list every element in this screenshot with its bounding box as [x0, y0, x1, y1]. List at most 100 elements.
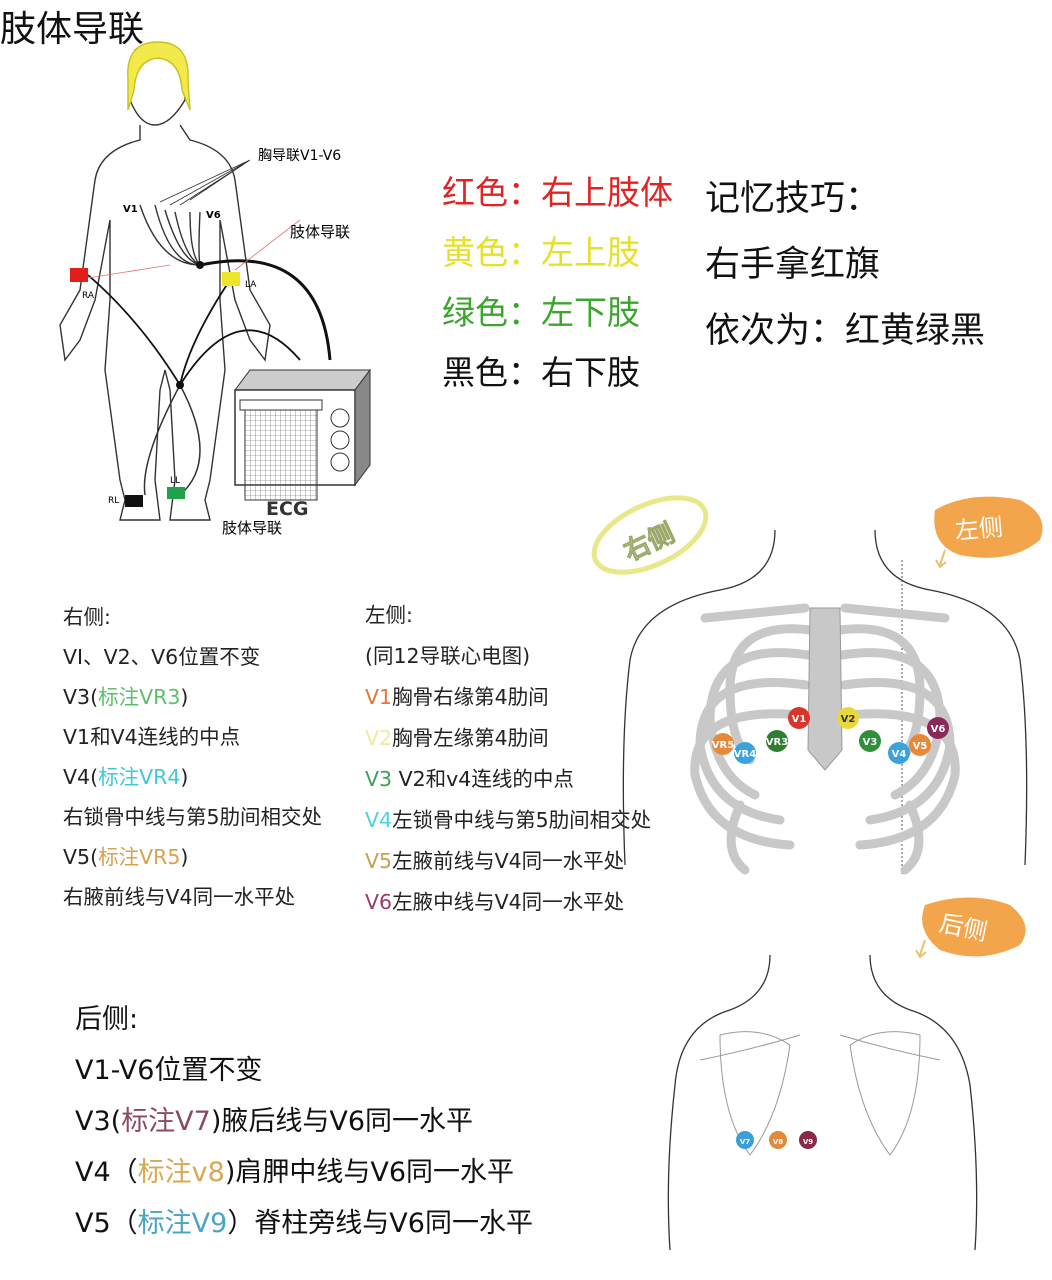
legend-line: 绿色：左下肢: [442, 286, 640, 334]
legend-segment: 绿色：: [442, 293, 541, 332]
right-side-line: 右侧:: [63, 600, 111, 630]
svg-text:VR4: VR4: [734, 749, 756, 760]
tip-line: 右手拿红旗: [705, 245, 881, 285]
back-badge: 后侧: [915, 897, 1026, 959]
ra-electrode: [70, 268, 88, 282]
tip-line: 依次为：红黄绿黑: [705, 311, 986, 351]
ecg-machine: [234, 368, 371, 501]
back-segment: V4（: [75, 1157, 138, 1188]
legend-segment: 右下肢: [541, 353, 640, 392]
rl-label: RL: [108, 496, 119, 506]
rl-electrode: [125, 495, 143, 507]
electrode-v1: V1: [788, 707, 810, 729]
right-side-line: VI、V2、V6位置不变: [63, 640, 260, 670]
left-side-segment: V5: [365, 849, 393, 873]
left-side-segment: V1: [365, 685, 393, 709]
back-line: V1-V6位置不变: [75, 1048, 262, 1087]
right-side-segment: 右侧:: [63, 605, 111, 629]
back-segment: ）脊柱旁线与V6同一水平: [227, 1208, 533, 1239]
electrode-v3: V3: [859, 730, 881, 752]
electrode-v8: V8: [769, 1131, 787, 1149]
electrode-v4: V4: [888, 742, 910, 764]
tip-line: 记忆技巧：: [705, 179, 881, 219]
right-side-segment: V4(: [63, 765, 99, 789]
limb-leads-label-bottom: 肢体导联: [222, 519, 282, 537]
left-side-segment: 左侧:: [365, 603, 413, 627]
svg-text:V9: V9: [803, 1138, 813, 1146]
left-side-segment: V4: [365, 808, 393, 832]
ra-label: RA: [82, 291, 95, 301]
back-line: V5（标注V9）脊柱旁线与V6同一水平: [75, 1201, 533, 1240]
back-segment: V5（: [75, 1208, 138, 1239]
legend-line: 黑色：右下肢: [442, 346, 640, 394]
back-segment: V1-V6位置不变: [75, 1055, 263, 1086]
right-side-segment: ): [180, 845, 189, 869]
left-side-segment: 左锁骨中线与第5肋间相交处: [392, 808, 652, 832]
ll-label: LL: [170, 476, 180, 486]
la-electrode: [222, 272, 240, 286]
limb-lead-figure: 胸导联V1-V6 肢体导联 肢体导联 V1 V6 RA LA RL LL ECG: [59, 41, 371, 537]
right-side-segment: 标注VR3: [98, 685, 181, 709]
svg-text:V1: V1: [792, 714, 807, 725]
electrode-v5: V5: [909, 734, 931, 756]
left-side-line: 左侧:: [365, 598, 413, 628]
electrode-v9: V9: [799, 1131, 817, 1149]
legend-segment: 右上肢体: [541, 173, 673, 212]
back-line: V3(标注V7)腋后线与V6同一水平: [75, 1099, 473, 1138]
right-side-segment: 标注VR5: [98, 845, 181, 869]
right-side-line: V1和V4连线的中点: [63, 720, 240, 750]
legend-segment: 黄色：: [442, 233, 541, 272]
right-badge: 右侧: [591, 495, 709, 575]
left-side-line: V2胸骨左缘第4肋间: [365, 721, 549, 751]
back-line: 后侧:: [75, 997, 138, 1036]
right-side-segment: ): [180, 685, 189, 709]
electrode-vr4: VR4: [734, 742, 756, 764]
right-side-line: V4(标注VR4): [63, 760, 188, 790]
legend-line: 红色：右上肢体: [442, 166, 673, 214]
right-side-segment: 标注VR4: [98, 765, 181, 789]
svg-text:V3: V3: [863, 737, 878, 748]
back-segment: 标注V7: [121, 1106, 211, 1137]
back-segment: )肩胛中线与V6同一水平: [224, 1157, 515, 1188]
right-side-line: 右锁骨中线与第5肋间相交处: [63, 800, 322, 830]
svg-text:V2: V2: [841, 714, 856, 725]
right-side-segment: VI、V2、V6位置不变: [63, 645, 261, 669]
left-side-line: V3 V2和v4连线的中点: [365, 762, 574, 792]
electrode-v2: V2: [837, 707, 859, 729]
right-side-segment: ): [180, 765, 189, 789]
page-title: 肢体导联: [0, 9, 145, 50]
svg-text:左侧: 左侧: [954, 513, 1004, 545]
ecg-label: ECG: [266, 498, 309, 520]
right-side-segment: 右腋前线与V4同一水平处: [63, 885, 296, 909]
left-side-segment: (同12导联心电图): [365, 644, 531, 668]
left-side-line: (同12导联心电图): [365, 639, 530, 669]
svg-text:V8: V8: [773, 1138, 783, 1146]
legend-segment: 左上肢: [541, 233, 640, 272]
left-side-segment: V2: [365, 726, 393, 750]
svg-text:V6: V6: [931, 724, 946, 735]
left-side-line: V5左腋前线与V4同一水平处: [365, 844, 624, 874]
la-label: LA: [245, 280, 257, 290]
chest-leads-label: 胸导联V1-V6: [258, 148, 341, 164]
legend-line: 黄色：左上肢: [442, 226, 640, 274]
legend-segment: 红色：: [442, 173, 541, 212]
right-side-line: V5(标注VR5): [63, 840, 188, 870]
svg-text:V5: V5: [913, 741, 928, 752]
left-side-segment: 胸骨右缘第4肋间: [392, 685, 549, 709]
v6-label: V6: [206, 210, 221, 221]
back-segment: V3(: [75, 1106, 122, 1137]
left-side-segment: 胸骨左缘第4肋间: [392, 726, 549, 750]
right-side-segment: 右锁骨中线与第5肋间相交处: [63, 805, 323, 829]
back-segment: 标注v8: [137, 1157, 225, 1188]
left-side-segment: V3: [365, 767, 399, 791]
right-side-line: 右腋前线与V4同一水平处: [63, 880, 295, 910]
left-side-segment: 左腋中线与V4同一水平处: [392, 890, 625, 914]
back-segment: 标注V9: [137, 1208, 228, 1239]
left-side-line: V1胸骨右缘第4肋间: [365, 680, 549, 710]
svg-text:VR3: VR3: [766, 737, 788, 748]
back-line: V4（标注v8)肩胛中线与V6同一水平: [75, 1150, 514, 1189]
electrode-v6: V6: [927, 717, 949, 739]
svg-text:VR5: VR5: [712, 740, 734, 751]
